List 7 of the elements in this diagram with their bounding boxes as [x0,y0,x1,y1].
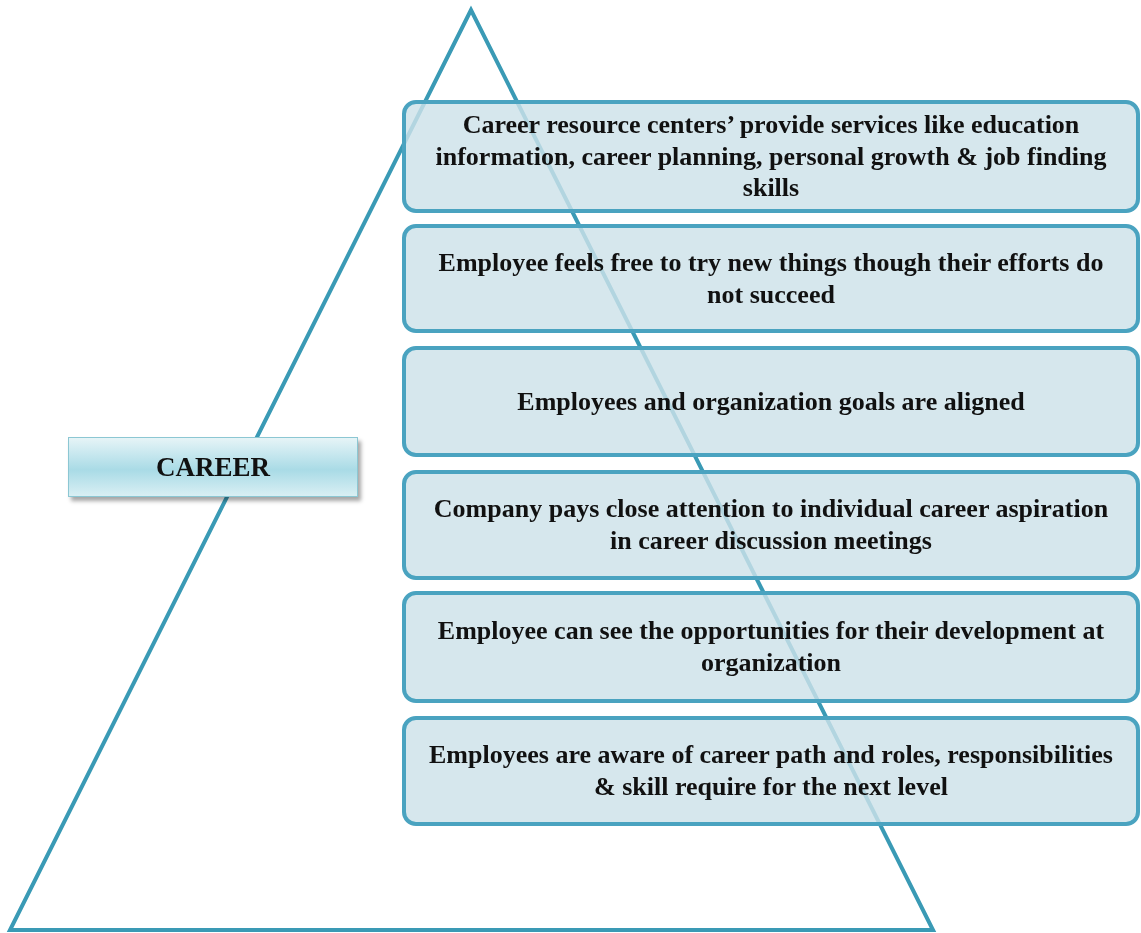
statement-box: Employees are aware of career path and roles, responsibilities & skill require for the next level [402,716,1140,826]
statement-box: Employee can see the opportunities for their development at organization [402,591,1140,703]
statement-box: Career resource centers’ provide services like education information, career planning, personal growth & job finding skills [402,100,1140,213]
statement-box: Company pays close attention to individual career aspiration in career discussion meetings [402,470,1140,580]
title-box: CAREER [68,437,358,497]
statement-box: Employee feels free to try new things though their efforts do not succeed [402,224,1140,333]
statement-box: Employees and organization goals are aligned [402,346,1140,457]
